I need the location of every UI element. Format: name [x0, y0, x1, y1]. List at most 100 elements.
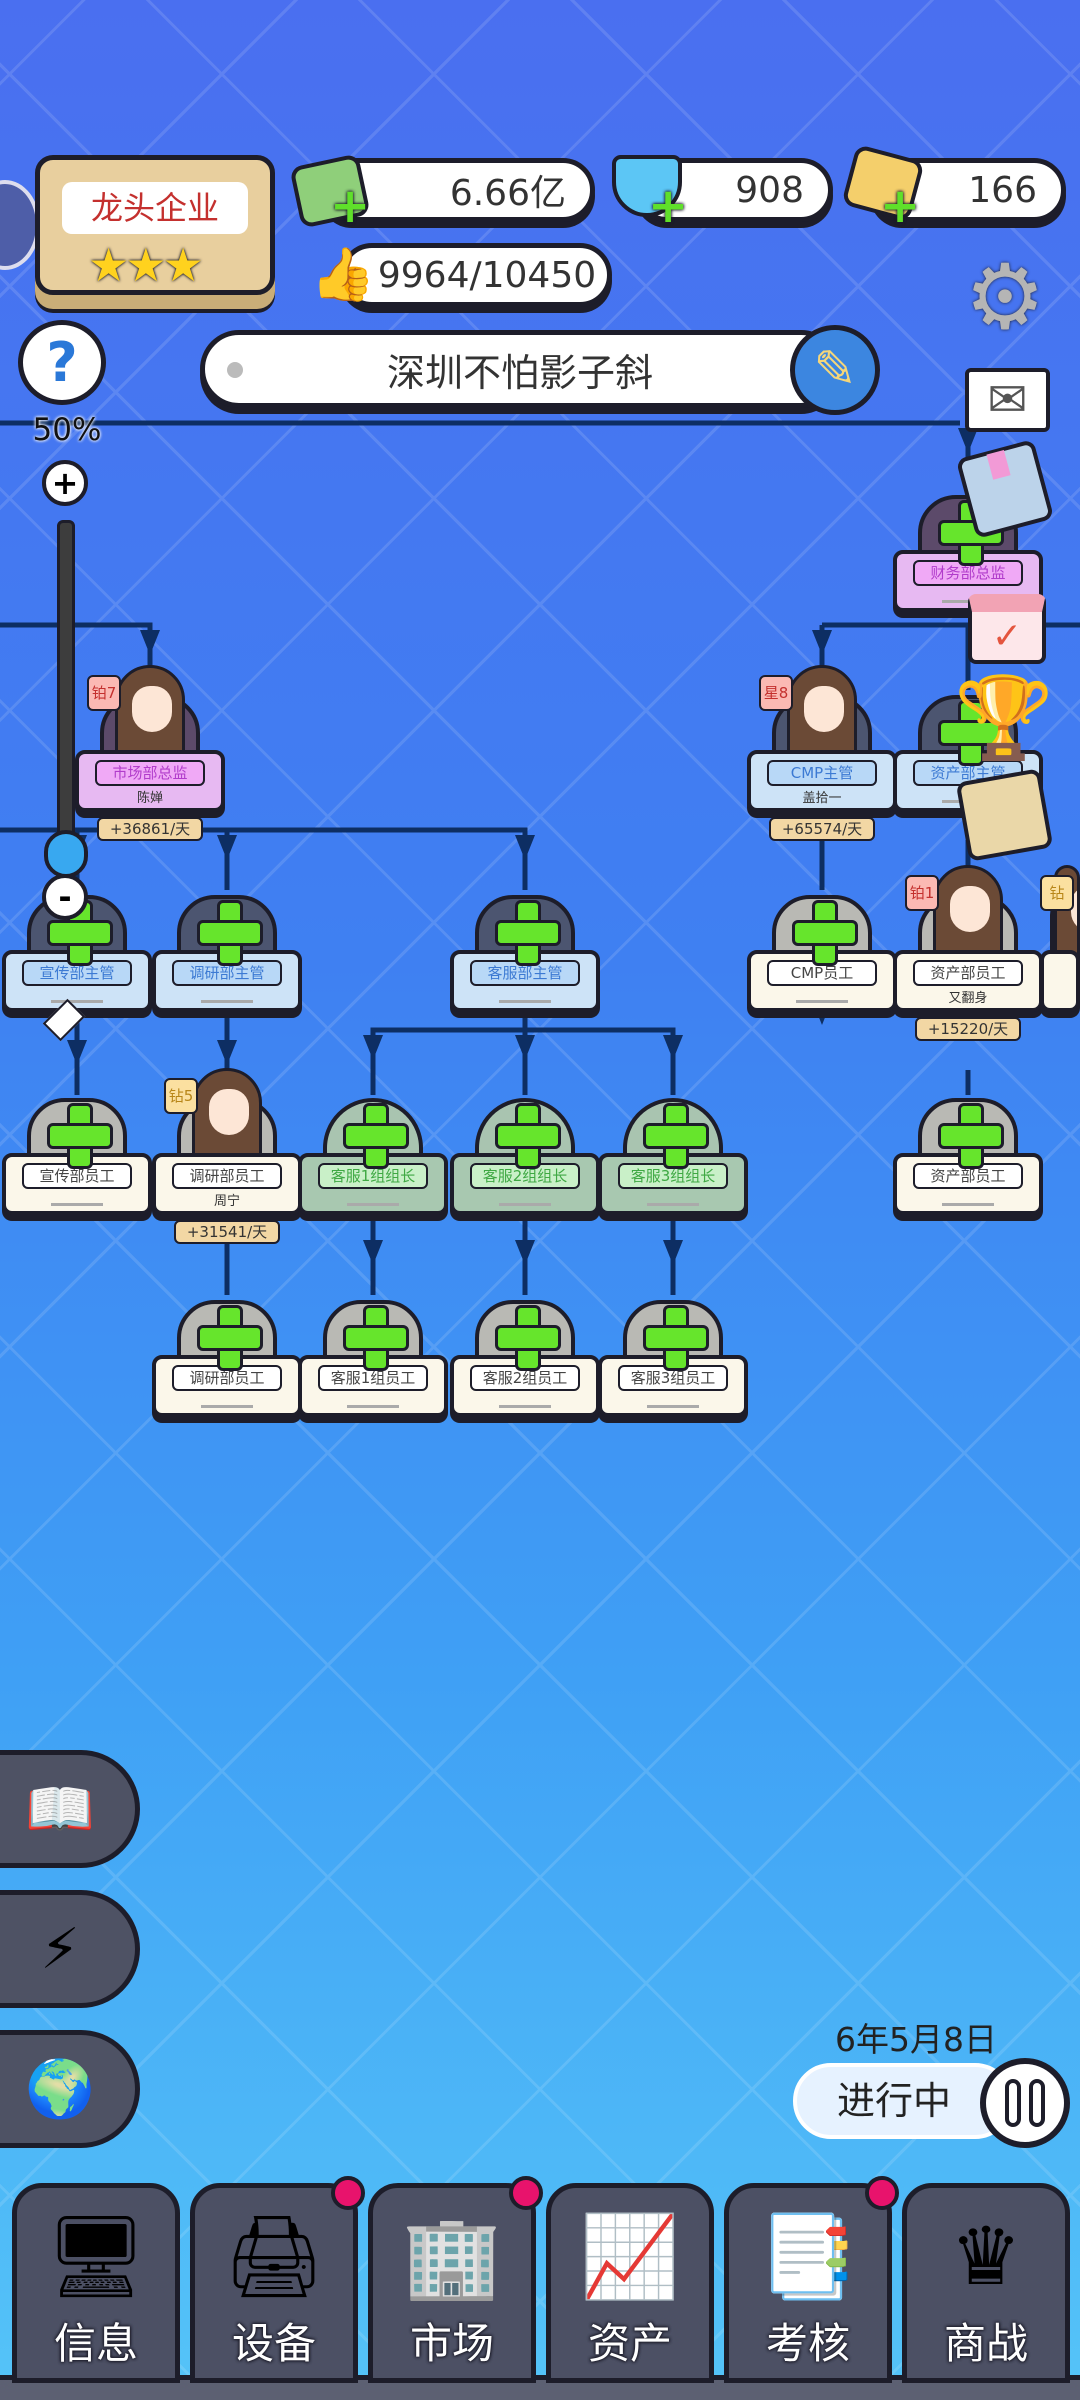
- company-rank-label: 龙头企业: [62, 182, 248, 234]
- position-title: 客服3组员工: [618, 1365, 728, 1391]
- trophy-icon[interactable]: 🏆: [954, 671, 1054, 764]
- add-employee-icon[interactable]: [343, 1103, 409, 1169]
- add-employee-icon[interactable]: [47, 1103, 113, 1169]
- zoom-out-button[interactable]: -: [42, 874, 88, 920]
- org-node[interactable]: 财务部总监: [893, 495, 1043, 675]
- add-employee-icon[interactable]: [197, 900, 263, 966]
- add-employee-icon[interactable]: [495, 900, 561, 966]
- pause-icon-bar: [1029, 2079, 1045, 2127]
- rank-badge: 铂7: [87, 675, 121, 711]
- nav-tab-3[interactable]: 📈资产: [546, 2183, 714, 2383]
- node-card[interactable]: 调研部员工周宁: [152, 1153, 302, 1215]
- position-title: CMP主管: [767, 760, 877, 786]
- node-card[interactable]: 市场部总监陈婵: [75, 750, 225, 812]
- node-card[interactable]: 客服1组组长: [298, 1153, 448, 1215]
- diamond-icon: [612, 155, 682, 217]
- add-employee-icon[interactable]: [343, 1305, 409, 1371]
- side-book-button[interactable]: 📖: [0, 1750, 140, 1868]
- nav-tab-2[interactable]: 🏢市场: [368, 2176, 543, 2383]
- pause-button[interactable]: [980, 2058, 1070, 2148]
- position-title: 资产部员工: [913, 960, 1023, 986]
- task-calendar-icon[interactable]: ✓: [968, 594, 1046, 664]
- org-node[interactable]: 宣传部员工: [2, 1098, 152, 1278]
- add-money-icon[interactable]: +: [330, 178, 371, 234]
- add-employee-icon[interactable]: [792, 900, 858, 966]
- company-rank-badge[interactable]: 龙头企业 ★★★: [35, 155, 275, 295]
- org-node[interactable]: 客服3组组长: [598, 1098, 748, 1278]
- org-node[interactable]: 调研部主管: [152, 895, 302, 1075]
- node-card[interactable]: CMP主管盖拾一: [747, 750, 897, 812]
- card-divider: [499, 1203, 551, 1206]
- org-node[interactable]: 客服1组员工: [298, 1300, 448, 1480]
- nav-tab-label: 市场: [409, 2319, 494, 2368]
- card-divider: [647, 1203, 699, 1206]
- nav-tab-1[interactable]: 🖨设备: [190, 2176, 365, 2383]
- add-employee-icon[interactable]: [938, 1103, 1004, 1169]
- org-node[interactable]: 客服部主管: [450, 895, 600, 1075]
- certificate-book-icon: 📖: [25, 1777, 95, 1842]
- reputation-value: 9964/10450: [377, 254, 597, 296]
- employee-avatar[interactable]: [787, 665, 857, 760]
- org-node[interactable]: 宣传部主管: [2, 895, 152, 1075]
- node-card[interactable]: [1040, 950, 1080, 1012]
- settings-gear-icon[interactable]: ⚙: [964, 245, 1046, 350]
- rank-badge: 钻5: [164, 1078, 198, 1114]
- side-energy-button[interactable]: ⚡: [0, 1890, 140, 2008]
- add-employee-icon[interactable]: [643, 1305, 709, 1371]
- org-node[interactable]: 客服2组员工: [450, 1300, 600, 1480]
- zoom-slider-track[interactable]: [57, 520, 75, 845]
- rank-badge: 钻: [1040, 875, 1074, 911]
- zoom-slider-thumb[interactable]: [44, 830, 88, 878]
- reputation-counter[interactable]: 9964/10450: [340, 243, 612, 307]
- add-diamond-icon[interactable]: +: [648, 178, 689, 234]
- card-divider: [201, 1405, 253, 1408]
- company-name-text: 深圳不怕影子斜: [386, 350, 653, 395]
- add-employee-icon[interactable]: [197, 1305, 263, 1371]
- nav-tab-0[interactable]: 🖥信息: [12, 2183, 180, 2383]
- nav-tab-4[interactable]: 📑考核: [724, 2176, 899, 2383]
- chess-icon: ♛: [950, 2210, 1022, 2303]
- org-node[interactable]: CMP员工: [747, 895, 897, 1075]
- position-title: 调研部员工: [172, 1163, 282, 1189]
- org-node[interactable]: 客服1组组长: [298, 1098, 448, 1278]
- add-employee-icon[interactable]: [938, 700, 1004, 766]
- add-gold-icon[interactable]: +: [880, 178, 921, 234]
- printer-icon: 🖨: [223, 2210, 325, 2303]
- gold-value: 166: [968, 169, 1037, 211]
- node-card[interactable]: 资产部员工又翻身: [893, 950, 1043, 1012]
- org-node[interactable]: 钻: [1040, 865, 1080, 1075]
- scroll-icon[interactable]: [955, 768, 1054, 862]
- edit-pencil-icon[interactable]: ✎: [790, 325, 880, 415]
- node-card[interactable]: 客服3组员工: [598, 1355, 748, 1417]
- nav-tab-label: 考核: [765, 2319, 850, 2368]
- org-node[interactable]: 资产部员工: [893, 1098, 1043, 1278]
- org-node[interactable]: 客服3组员工: [598, 1300, 748, 1480]
- nav-tab-5[interactable]: ♛商战: [902, 2183, 1070, 2383]
- org-node[interactable]: 客服2组组长: [450, 1098, 600, 1278]
- nav-base: [0, 2375, 1080, 2400]
- org-node[interactable]: 调研部员工: [152, 1300, 302, 1480]
- company-name-field[interactable]: 深圳不怕影子斜: [200, 330, 840, 408]
- employee-avatar[interactable]: [115, 665, 185, 760]
- help-support-icon[interactable]: ?: [18, 320, 106, 405]
- zoom-in-button[interactable]: +: [42, 460, 88, 506]
- name-dot-icon: [227, 362, 243, 378]
- employee-avatar[interactable]: [933, 865, 1003, 960]
- side-map-button[interactable]: 🌍: [0, 2030, 140, 2148]
- position-title: 客服部主管: [470, 960, 580, 986]
- diamond-value: 908: [735, 169, 804, 211]
- mail-envelope-icon[interactable]: ✉: [965, 368, 1050, 432]
- globe-pin-icon: 🌍: [25, 2057, 95, 2122]
- employee-avatar[interactable]: [192, 1068, 262, 1163]
- card-divider: [499, 1000, 551, 1003]
- lightning-icon: ⚡: [40, 1916, 80, 1982]
- add-employee-icon[interactable]: [643, 1103, 709, 1169]
- add-employee-icon[interactable]: [495, 1305, 561, 1371]
- add-employee-icon[interactable]: [495, 1103, 561, 1169]
- rank-badge: 星8: [759, 675, 793, 711]
- employee-name: 周宁: [213, 1194, 240, 1209]
